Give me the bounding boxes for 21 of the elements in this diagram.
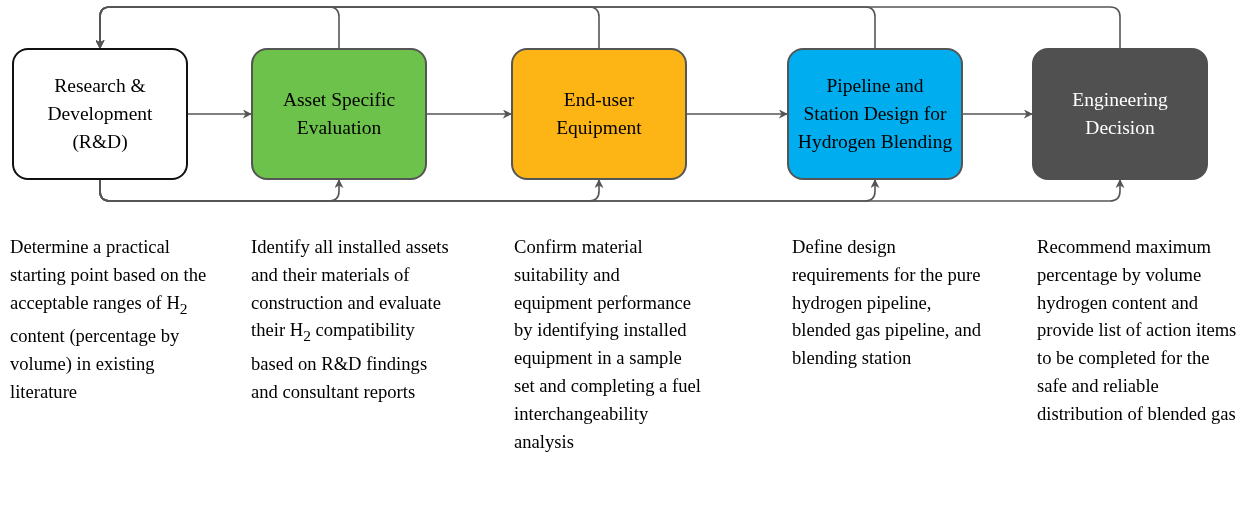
description-text: Define design requirements for the pure hydrogen pipeline, blended gas pipeline, and blending station bbox=[792, 235, 982, 371]
process-box bbox=[1032, 48, 1208, 180]
arrow bbox=[187, 109, 252, 119]
arrow bbox=[99, 179, 1125, 202]
description-text: Recommend maximum percentage by volume hydrogen content and provide list of action items to be completed for the safe and reliable distribution of blended gas bbox=[1037, 235, 1237, 426]
process-box bbox=[251, 48, 427, 180]
process-box bbox=[511, 48, 687, 180]
arrow bbox=[95, 6, 1121, 49]
box-label: End-user Equipment bbox=[555, 88, 643, 140]
process-box bbox=[787, 48, 963, 180]
box-label: Pipeline and Station Design for Hydrogen Blending bbox=[797, 74, 953, 154]
box-label: Asset Specific Evaluation bbox=[281, 88, 397, 140]
box-label: Engineering Decision bbox=[1071, 88, 1169, 140]
box-label: Research & Development (R&D) bbox=[46, 74, 154, 154]
description-text: Determine a practical starting point based on the acceptable ranges of H$_{2}$ content (percentage by volume) in existing literature bbox=[10, 235, 208, 404]
description-text: Confirm material suitability and equipment performance by identifying installed equipment in a sample set and completing a fuel interchangeability analysis bbox=[514, 235, 702, 454]
description-text: Identify all installed assets and their materials of construction and evaluate their H$_{2}$ compatibility based on R&D findings and consultant reports bbox=[251, 235, 450, 404]
arrow bbox=[686, 109, 788, 119]
arrow bbox=[426, 109, 512, 119]
arrow bbox=[962, 109, 1033, 119]
process-box bbox=[12, 48, 188, 180]
